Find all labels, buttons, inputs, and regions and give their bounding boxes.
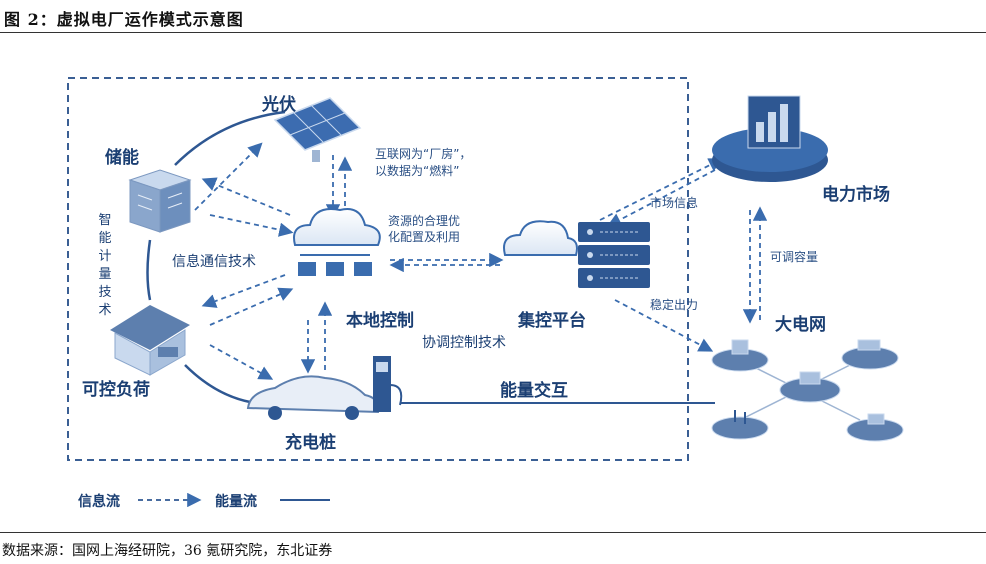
flow-from-load [209, 287, 294, 326]
label-grid: 大电网 [775, 315, 826, 335]
ev-car-icon [246, 375, 380, 420]
flow-to-load [201, 274, 286, 308]
charging-pile-icon [373, 356, 403, 412]
house-icon [110, 305, 190, 376]
label-platform: 集控平台 [518, 311, 586, 331]
solar-panel-icon [273, 97, 362, 162]
label-smart-metering: 智 能 计 量 技 术 [98, 213, 112, 318]
flow-from-storage [209, 214, 294, 237]
flow-load-charger [209, 344, 274, 380]
power-market-icon [712, 95, 828, 182]
arc-storage-load [146, 239, 152, 301]
label-info-comm: 信息通信技术 [172, 254, 256, 270]
label-stable-output: 稳定出力 [650, 298, 699, 312]
flow-storage-solar [194, 142, 263, 211]
label-resource-line1: 资源的合理优 [388, 214, 461, 228]
label-internet-line2: 以数据为“燃料” [375, 164, 460, 178]
source-note: 数据来源：国网上海经研院，36 氪研究院，东北证券 [2, 543, 333, 559]
label-local-control: 本地控制 [346, 311, 414, 331]
label-internet-line1: 互联网为“厂房”， [375, 147, 472, 161]
grid-cluster-icon [711, 339, 904, 442]
label-energy-exchange: 能量交互 [500, 381, 568, 401]
flow-to-market [599, 158, 724, 221]
legend-info-flow: 信息流 [78, 494, 120, 510]
label-charger: 充电桩 [285, 433, 336, 453]
platform-server-icon [503, 220, 650, 288]
arc-storage-solar [174, 110, 286, 166]
vpp-diagram [67, 77, 904, 508]
arc-load-charger [184, 364, 251, 404]
figure-title: 图 2：虚拟电厂运作模式示意图 [4, 10, 244, 29]
label-resource-line2: 化配置及利用 [388, 230, 461, 244]
label-power-market: 电力市场 [822, 185, 890, 205]
flow-from-market [606, 169, 716, 227]
label-solar: 光伏 [262, 95, 296, 115]
label-load: 可控负荷 [82, 380, 150, 400]
label-storage: 储能 [105, 148, 139, 168]
top-divider [0, 32, 986, 33]
label-market-info: 市场信息 [650, 196, 699, 210]
legend-energy-flow: 能量流 [215, 494, 257, 510]
label-adjustable-capacity: 可调容量 [770, 250, 819, 264]
label-coordination: 协调控制技术 [422, 335, 506, 351]
vpp-boundary [67, 77, 689, 461]
storage-battery-icon [128, 169, 192, 233]
bottom-divider [0, 532, 986, 533]
flow-to-storage [201, 177, 291, 216]
local-control-cloud-icon [293, 208, 381, 276]
